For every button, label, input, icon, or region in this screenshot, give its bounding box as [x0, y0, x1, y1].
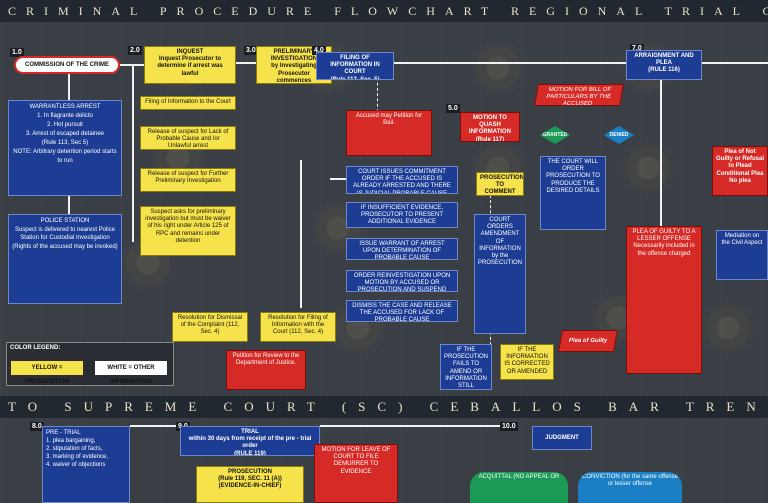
connector: [330, 178, 346, 180]
step-number: 8.0: [30, 422, 44, 431]
conviction-node: CONVICTION (for the same offense or less…: [578, 472, 682, 503]
connector: [660, 80, 662, 250]
release-further-investigation-node: Release of suspect for Further Prelimina…: [140, 168, 236, 192]
prosecution-evidence-node: PROSECUTION (Rule 119, SEC. 11 (A)) (EVI…: [196, 466, 304, 503]
petition-bail-node: Accused may Petition for Bail.: [346, 110, 432, 156]
step-number: 7.0: [630, 44, 644, 53]
connector: [130, 425, 180, 427]
step-number: 3.0: [244, 46, 258, 55]
motion-demurrer-node: MOTION FOR LEAVE OF COURT TO FILE DEMURR…: [314, 444, 398, 503]
plea-lesser-offense-node: PLEA OF GUILTY TO A LESSER OFFENSE Neces…: [626, 226, 702, 374]
prosecution-comment-node: PROSECUTION TO COMMENT: [476, 172, 524, 196]
connector: [132, 64, 134, 242]
step-number: 10.0: [500, 422, 518, 431]
legend-title: COLOR LEGEND:: [10, 345, 61, 351]
court-orders-amendment-node: COURT ORDERS AMENDMENT OF INFORMATION by…: [474, 214, 526, 334]
acquittal-node: ACQUITTAL (NO APPEAL OR: [470, 472, 568, 503]
color-legend: COLOR LEGEND: YELLOW = PROSECUTION WHITE…: [6, 342, 174, 386]
resolution-dismissal-node: Resolution for Dismissal of the Complain…: [172, 312, 248, 342]
connector: [120, 64, 134, 66]
resolution-filing-node: Resolution for Filing of Information wit…: [260, 312, 336, 342]
warrant-of-arrest-node: ISSUE WARRANT OF ARREST UPON DETERMINATI…: [346, 238, 458, 260]
step-number: 1.0: [10, 48, 24, 57]
prosecution-fails-amend-node: IF THE PROSECUTION FAILS TO AMEND OR INF…: [440, 344, 492, 390]
connector: [300, 160, 302, 308]
inquest-node: INQUEST Inquest Prosecutor to determine …: [144, 46, 236, 84]
step-number: 5.0: [446, 104, 460, 113]
connector: [236, 62, 256, 64]
plea-of-guilty-node: Plea of Guilty: [558, 330, 618, 352]
connector: [394, 62, 626, 64]
connector: [702, 62, 768, 64]
arraignment-plea-node: ARRAIGNMENT AND PLEA (RULE 116): [626, 50, 702, 80]
seal-watermark: [700, 300, 756, 356]
connector-dashed: [377, 72, 378, 112]
rtc-banner: CRIMINAL PROCEDURE FLOWCHART REGIONAL TR…: [0, 0, 768, 22]
filing-information-node: Filing of Information to the Court: [140, 96, 236, 110]
motion-to-quash-node: MOTION TO QUASH INFORMATION (Rule 117): [460, 112, 520, 142]
legend-yellow: YELLOW = PROSECUTION: [11, 361, 83, 385]
petition-review-doj-node: Petition for Review to the Department of…: [226, 350, 306, 390]
granted-decision: GRANTED: [540, 126, 570, 144]
bill-of-particulars-node: MOTION FOR BILL OF PARTICULARS BY THE AC…: [534, 84, 624, 106]
warrantless-arrest-node: WARRANTLESS ARREST 1. In flagrante delic…: [8, 100, 122, 196]
step-number: 4.0: [312, 46, 326, 55]
connector: [68, 72, 70, 100]
denied-decision: DENIED: [604, 126, 634, 144]
mediation-civil-node: Mediation on the Civil Aspect: [716, 230, 768, 280]
court-order-details-node: THE COURT WILL ORDER PROSECUTION TO PROD…: [540, 156, 606, 230]
sc-banner: TO SUPREME COURT (SC) CEBALLOS BAR TREND…: [0, 396, 768, 418]
trial-node: TRIAL within 30 days from receipt of the…: [180, 426, 320, 456]
step-number: 2.0: [128, 46, 142, 55]
commitment-order-node: COURT ISSUES COMMITMENT ORDER IF THE ACC…: [346, 166, 458, 194]
seal-watermark: [470, 40, 526, 96]
insufficient-evidence-node: IF INSUFFICIENT EVIDENCE, PROSECUTOR TO …: [346, 202, 458, 228]
connector: [68, 195, 70, 215]
commission-of-crime-node: COMMISSION OF THE CRIME: [14, 56, 120, 74]
connector: [320, 425, 500, 427]
release-lack-probable-cause-node: Release of suspect for Lack of Probable …: [140, 126, 236, 150]
pre-trial-node: PRE - TRIAL 1. plea bargaining, 2. stipu…: [42, 426, 130, 503]
preliminary-investigation-waiver-node: Suspect asks for preliminary investigati…: [140, 206, 236, 256]
dismiss-case-node: DISMISS THE CASE AND RELEASE THE ACCUSED…: [346, 300, 458, 322]
police-station-node: POLICE STATION Suspect is delivered to n…: [8, 214, 122, 304]
legend-white: WHITE = OTHER INFORMATION: [95, 361, 167, 385]
filing-information-court-node: FILING OF INFORMATION IN COURT (Rule 112…: [316, 52, 394, 80]
judgment-node: JUDGMENT: [532, 426, 592, 450]
information-amended-node: IF THE INFORMATION IS CORRECTED OR AMEND…: [500, 344, 554, 380]
plea-not-guilty-node: Plea of Not Guilty or Refusal to Plead C…: [712, 146, 768, 196]
reinvestigation-node: ORDER REINVESTIGATION UPON MOTION BY ACC…: [346, 270, 458, 292]
seal-watermark: [620, 140, 676, 196]
